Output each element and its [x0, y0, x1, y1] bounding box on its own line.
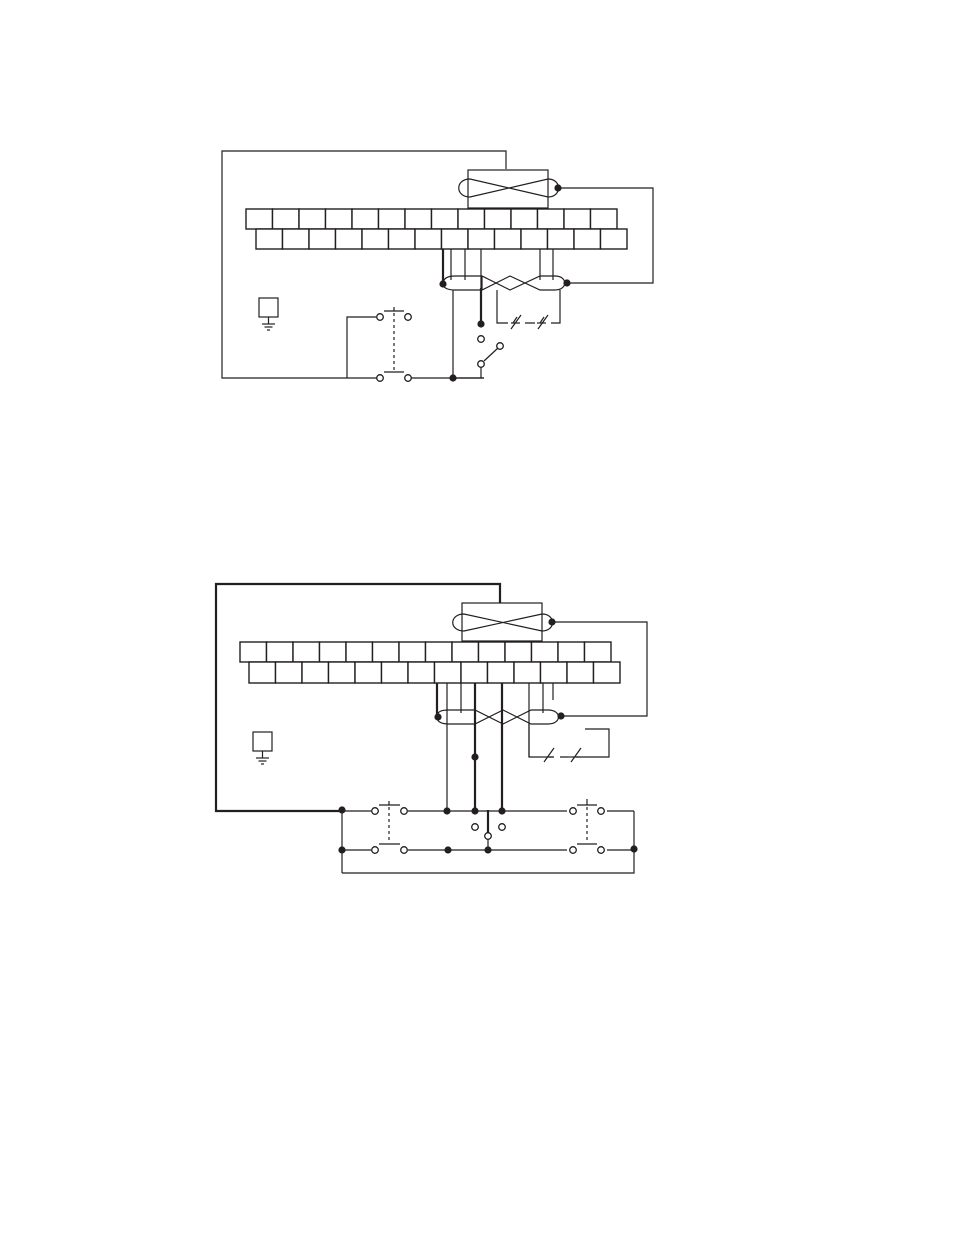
terminal-cell — [495, 229, 522, 249]
terminal-cell — [442, 229, 469, 249]
terminal-cell — [538, 209, 565, 229]
terminal-cell — [320, 642, 347, 662]
terminal-cell — [352, 209, 379, 229]
terminal-cell — [389, 229, 416, 249]
terminal-cell — [249, 662, 276, 683]
terminal-strip-upper — [246, 209, 617, 229]
nc-contacts — [497, 290, 560, 329]
terminal-cell — [276, 662, 303, 683]
twisted-pair-loop — [434, 710, 564, 724]
nc-contacts — [529, 724, 609, 762]
terminal-cell — [246, 209, 273, 229]
ground-icon — [259, 298, 278, 330]
selector-switch — [449, 288, 503, 382]
terminal-cell — [240, 642, 267, 662]
terminal-cell — [435, 662, 462, 683]
terminal-cell — [488, 662, 515, 683]
terminal-cell — [346, 642, 373, 662]
terminal-cell — [373, 642, 400, 662]
selector-switch — [471, 753, 505, 850]
terminal-cell — [485, 209, 512, 229]
terminal-cell — [511, 209, 538, 229]
outer-wire — [222, 151, 506, 378]
terminal-cell — [532, 642, 559, 662]
terminal-cell — [479, 642, 506, 662]
terminal-cell — [585, 642, 612, 662]
terminal-strip-upper — [240, 642, 611, 662]
pushbutton-station-left — [372, 801, 408, 853]
pushbutton-station — [347, 307, 411, 381]
terminal-cell — [591, 209, 618, 229]
terminal-cell — [326, 209, 353, 229]
terminal-cell — [302, 662, 329, 683]
terminal-cell — [461, 662, 488, 683]
terminal-cell — [309, 229, 336, 249]
terminal-cell — [458, 209, 485, 229]
terminal-cell — [336, 229, 363, 249]
ground-icon — [253, 732, 272, 764]
terminal-cell — [505, 642, 532, 662]
terminal-cell — [299, 209, 326, 229]
terminal-cell — [567, 662, 594, 683]
terminal-cell — [564, 209, 591, 229]
terminal-cell — [574, 229, 601, 249]
terminal-cell — [452, 642, 479, 662]
wiring-diagram-1 — [222, 151, 653, 382]
terminal-cell — [514, 662, 541, 683]
pushbutton-station-right — [570, 799, 605, 853]
terminal-cell — [415, 229, 442, 249]
terminal-cell — [283, 229, 310, 249]
terminal-cell — [362, 229, 389, 249]
terminal-cell — [256, 229, 283, 249]
terminal-strip-lower — [249, 662, 620, 683]
terminal-cell — [548, 229, 575, 249]
terminal-cell — [382, 662, 409, 683]
terminal-cell — [408, 662, 435, 683]
terminal-cell — [594, 662, 621, 683]
terminal-cell — [399, 642, 426, 662]
terminal-cell — [601, 229, 628, 249]
terminal-cell — [293, 642, 320, 662]
terminal-strip-lower — [256, 229, 627, 249]
terminal-cell — [355, 662, 382, 683]
wiring-diagram-2 — [216, 584, 647, 873]
terminal-cell — [468, 229, 495, 249]
twisted-pair-loop — [439, 276, 570, 290]
terminal-cell — [267, 642, 294, 662]
terminal-cell — [541, 662, 568, 683]
terminal-cell — [426, 642, 453, 662]
terminal-cell — [432, 209, 459, 229]
outer-wire — [216, 584, 500, 811]
terminal-cell — [558, 642, 585, 662]
terminal-cell — [521, 229, 548, 249]
strip-drop-wires — [437, 683, 553, 811]
terminal-cell — [329, 662, 356, 683]
terminal-cell — [405, 209, 432, 229]
terminal-cell — [273, 209, 300, 229]
terminal-cell — [379, 209, 406, 229]
